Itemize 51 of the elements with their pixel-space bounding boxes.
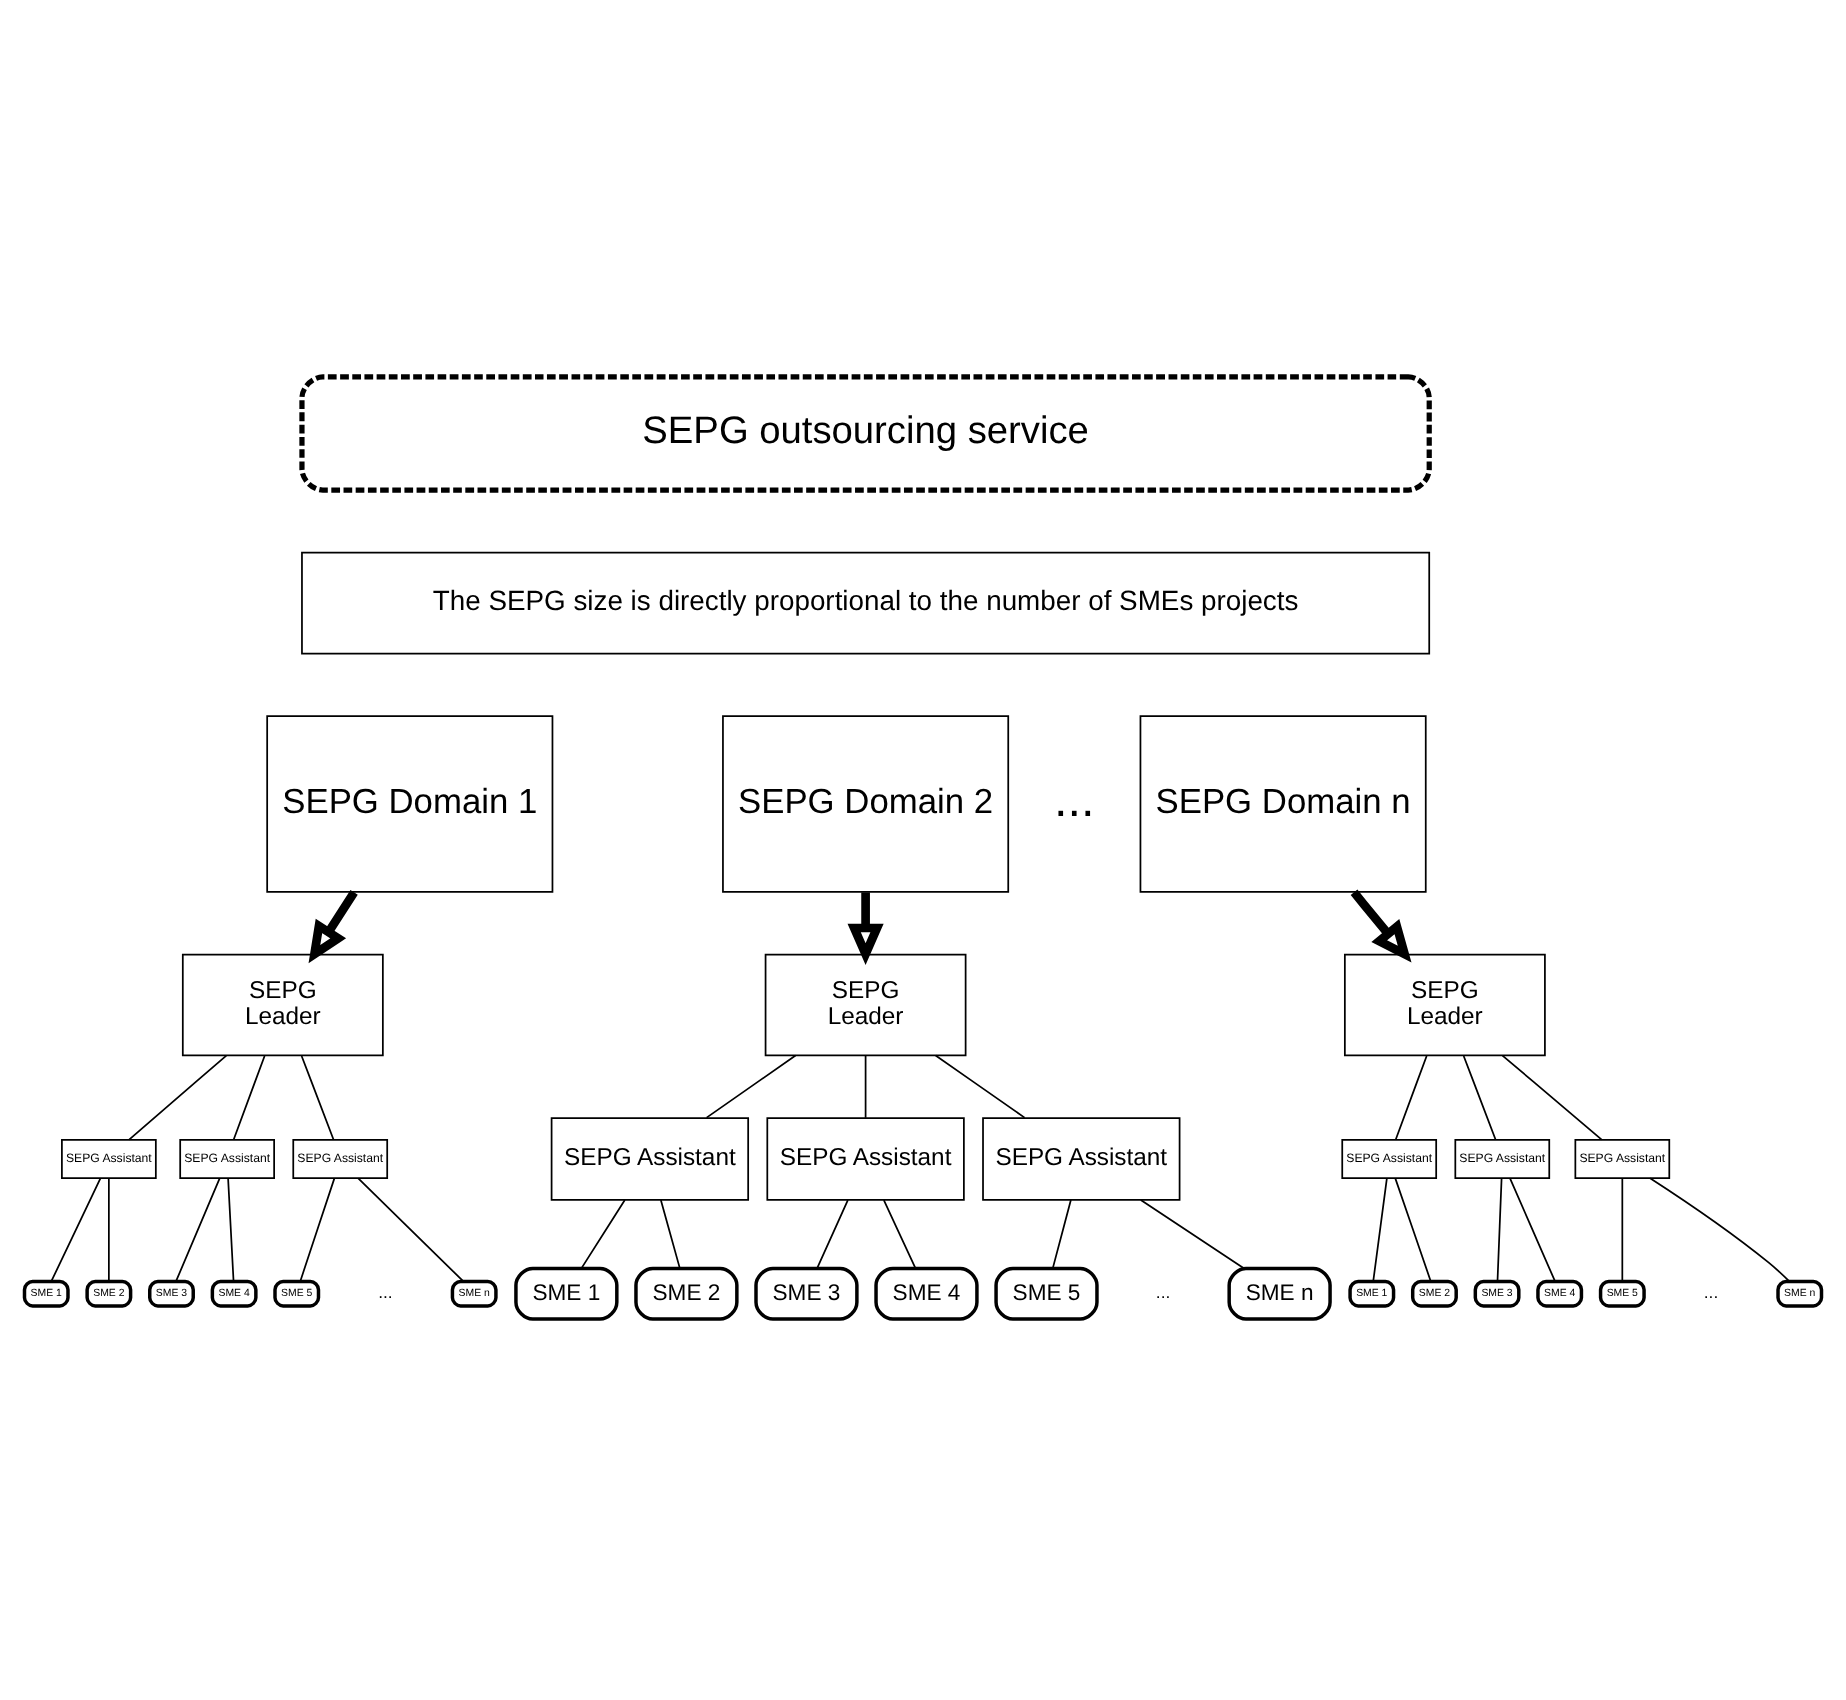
connector: [175, 1176, 221, 1282]
node-box: SEPG Domain 2: [722, 714, 1010, 892]
connector: [883, 1198, 917, 1268]
connector: [357, 1176, 465, 1282]
connector: [1372, 1176, 1388, 1282]
node-box: SME n: [1227, 1265, 1332, 1320]
node-box: SME 1: [514, 1265, 619, 1320]
node-box: SEPG Domain n: [1139, 714, 1427, 892]
connector: [1496, 1176, 1503, 1282]
connector: [108, 1176, 110, 1282]
node-box: SME 5: [994, 1265, 1099, 1320]
label: ...: [1054, 773, 1095, 828]
connector: [1501, 1053, 1603, 1140]
connector: [705, 1053, 797, 1118]
connector: [864, 1054, 867, 1118]
node-box: SEPG Leader: [1344, 952, 1546, 1056]
connector: [934, 1053, 1026, 1118]
connector: [300, 1054, 335, 1140]
node-box: SEPG outsourcing service: [299, 373, 1432, 492]
connector: [1621, 1176, 1624, 1282]
connector: [50, 1176, 102, 1282]
connector: [1139, 1198, 1245, 1269]
node-box: SEPG Leader: [181, 952, 384, 1056]
connector: [299, 1176, 336, 1282]
arrow: [1350, 888, 1412, 962]
connector: [1509, 1176, 1556, 1282]
connector: [1394, 1176, 1432, 1282]
node-box: SME 2: [634, 1265, 739, 1320]
connector: [580, 1198, 626, 1268]
node-box: SEPG Assistant: [766, 1116, 965, 1200]
label: ...: [1703, 1281, 1719, 1302]
node-box: SEPG Domain 1: [266, 714, 554, 892]
connector: [1462, 1054, 1497, 1140]
connector: [232, 1054, 266, 1140]
connector: [1649, 1176, 1790, 1282]
arrow: [847, 891, 884, 964]
connector: [1394, 1054, 1428, 1140]
node-box: The SEPG size is directly proportional to the number of SMEs projects: [301, 550, 1431, 654]
node-box: SEPG Leader: [764, 952, 967, 1056]
node-box: SEPG Assistant: [982, 1116, 1181, 1200]
label: ...: [1155, 1281, 1171, 1302]
connector: [1052, 1198, 1072, 1268]
connector: [659, 1198, 681, 1268]
label: ...: [378, 1281, 393, 1302]
node-box: SME 3: [754, 1265, 859, 1320]
node-box: SEPG Assistant: [550, 1116, 750, 1200]
connector: [816, 1198, 849, 1268]
arrow: [308, 889, 358, 963]
connector: [227, 1176, 235, 1282]
connector: [128, 1053, 228, 1140]
node-box: SME 4: [874, 1265, 979, 1320]
